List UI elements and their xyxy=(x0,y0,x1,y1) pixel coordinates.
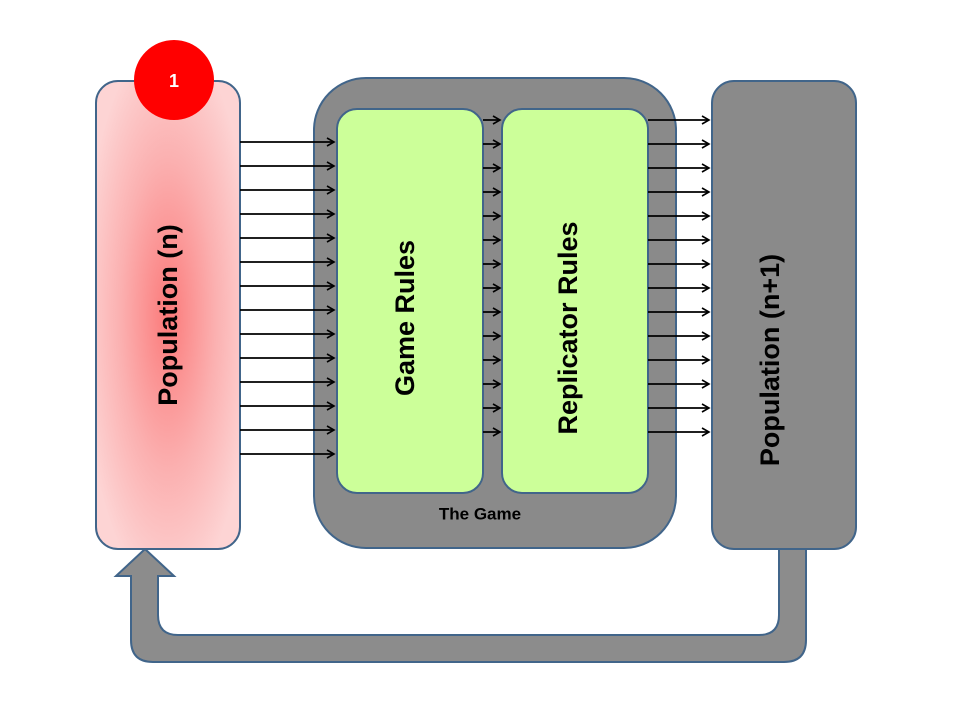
game-rules-box xyxy=(336,108,484,494)
replicator-rules-box xyxy=(501,108,649,494)
replicator-rules-label: Replicator Rules xyxy=(553,221,583,434)
population-n-label: Population (n) xyxy=(153,224,183,405)
output-arrows xyxy=(648,115,711,437)
population-n1-label: Population (n+1) xyxy=(755,254,785,466)
feedback-arrow xyxy=(113,547,807,663)
step-badge-number: 1 xyxy=(169,71,179,91)
middle-arrows xyxy=(483,115,502,437)
population-n1-box xyxy=(711,80,857,550)
step-badge xyxy=(134,40,214,120)
input-arrows xyxy=(240,137,336,459)
the-game-label: The Game xyxy=(439,505,521,524)
game-rules-label: Game Rules xyxy=(390,240,420,396)
